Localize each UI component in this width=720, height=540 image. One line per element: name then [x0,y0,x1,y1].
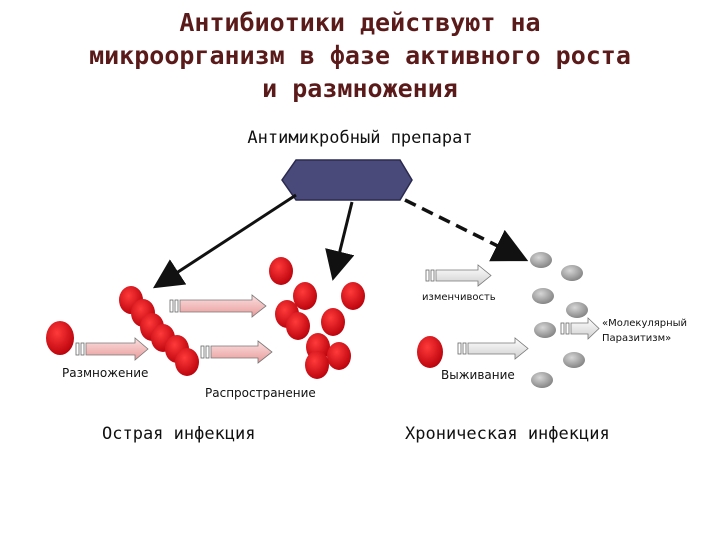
chronic-infection-label: Хроническая инфекция [405,424,610,444]
arrow-to-chronic-dashed [404,198,529,262]
red-cell [327,342,351,370]
slide-title: Антибиотики действуют на микроорганизм в… [0,6,720,105]
red-cell [305,351,329,379]
variability-label: изменчивость [422,292,496,303]
gray-cell-cluster [530,252,588,388]
molecular-parasitism-label: «Молекулярный Паразитизм» [602,316,687,346]
red-cell-cluster-left [46,286,199,376]
molecular-parasitism-arrow [560,317,600,340]
reproduction-arrow-upper [169,294,267,318]
survival-arrow [457,337,529,360]
red-cell [286,312,310,340]
gray-cell [532,288,554,304]
red-cell-survival [417,336,443,368]
gray-cell [561,265,583,281]
spread-label: Распространение [205,386,316,400]
gray-cell [530,252,552,268]
molecular-parasitism-line-2: Паразитизм» [602,333,672,344]
gray-cell [531,372,553,388]
molecular-parasitism-line-1: «Молекулярный [602,318,688,329]
red-cell [269,257,293,285]
drug-hexagon [281,159,413,201]
title-line-1: Антибиотики действуют на [179,8,541,37]
red-cell [46,321,74,355]
red-cell [175,348,199,376]
gray-cell [534,322,556,338]
title-line-2: микроорганизм в фазе активного роста [89,41,631,70]
drug-label: Антимикробный препарат [247,128,473,148]
variability-arrow [425,264,492,287]
reproduction-label: Размножение [62,366,149,380]
red-cell-cluster-center [269,257,365,379]
title-line-3: и размножения [262,74,458,103]
gray-cell [566,302,588,318]
red-cell [341,282,365,310]
gray-cell [563,352,585,368]
survival-label: Выживание [441,368,515,382]
arrow-to-acute-left [152,193,297,289]
red-cell [321,308,345,336]
red-cell [293,282,317,310]
acute-infection-label: Острая инфекция [102,424,256,444]
spread-arrow [200,340,273,364]
arrow-to-acute-center [325,201,355,281]
reproduction-arrow [75,337,149,361]
